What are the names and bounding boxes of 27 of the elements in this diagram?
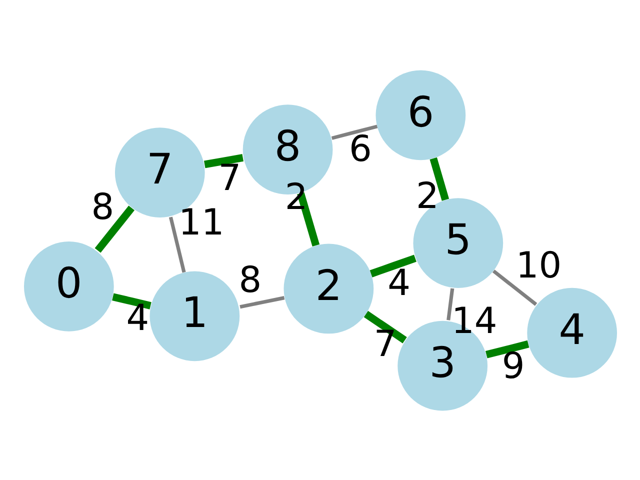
edge-label: 8 [90,186,114,228]
edge-label: 8 [238,260,262,301]
connector [112,292,151,309]
connector [369,254,416,277]
edge-label: 7 [218,157,241,198]
connector [239,296,284,308]
edge-label: 10 [515,245,562,286]
node-circle: 4 [526,287,617,378]
node-circle: 2 [283,243,374,334]
node-circle: 6 [375,70,466,160]
edge-label: 6 [348,128,372,170]
connector [429,156,449,200]
connector [446,288,454,320]
connector [363,310,406,343]
edge-label: 9 [501,346,524,387]
connector [330,124,378,140]
connector [296,192,320,246]
edge-label: 7 [373,323,396,364]
connector [168,216,186,272]
connector [94,205,134,252]
node-circle: 0 [23,241,114,331]
edge-label: 4 [126,298,149,339]
connector [484,340,529,358]
node-circle: 1 [149,270,240,361]
edge-label: 4 [387,262,410,304]
connector [492,269,537,306]
connector [203,153,243,168]
